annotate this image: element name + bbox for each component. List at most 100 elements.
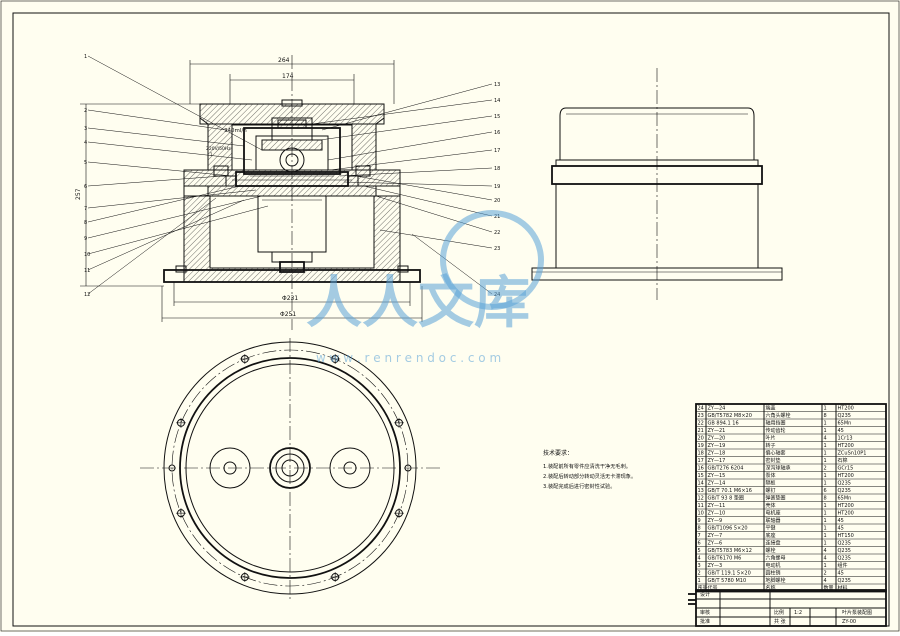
dim-inner-width: 174 <box>282 73 294 80</box>
table-cell: Q235 <box>838 548 851 554</box>
table-cell: 6 <box>824 488 827 494</box>
leader-line <box>87 199 245 271</box>
scale-label: 比例 <box>774 609 784 616</box>
balloon-number: 22 <box>494 230 500 236</box>
table-cell: 1 <box>824 481 827 487</box>
balloon-number: 9 <box>84 236 87 242</box>
table-cell: 组件 <box>838 562 848 569</box>
sheet-label: 共 张 <box>774 618 786 625</box>
table-cell: 4 <box>824 556 827 562</box>
table-cell: 底座 <box>766 532 776 539</box>
table-cell: 地脚螺栓 <box>766 577 786 584</box>
table-cell: 21 <box>698 428 704 434</box>
leader-line <box>87 195 263 239</box>
table-cell: 圆柱销 <box>766 570 781 577</box>
table-cell: 转子 <box>766 442 776 449</box>
balloon-number: 12 <box>84 292 90 298</box>
side-view <box>531 68 783 300</box>
table-cell: ZY—19 <box>708 443 726 449</box>
table-cell: Q235 <box>838 488 851 494</box>
balloon-number: 8 <box>84 220 87 226</box>
inner-border <box>12 12 890 627</box>
checker-label: 审核 <box>700 609 710 616</box>
table-cell: GB 894.1 16 <box>708 421 739 427</box>
table-header-cell: 数量 <box>824 585 834 592</box>
table-cell: 电动机 <box>766 562 781 569</box>
balloon-number: 6 <box>84 184 87 190</box>
balloon-number: 10 <box>84 252 90 258</box>
table-cell: 45 <box>838 518 844 524</box>
balloon-number: 7 <box>84 206 87 212</box>
table-cell: HT200 <box>838 406 854 412</box>
table-cell: ZY—18 <box>708 451 726 457</box>
table-header-cell: 材料 <box>838 585 848 592</box>
leader-line <box>87 127 245 147</box>
leader-line <box>375 195 493 233</box>
table-cell: 深沟球轴承 <box>766 465 791 472</box>
table-cell: HT200 <box>838 511 854 517</box>
table-cell: 1 <box>824 406 827 412</box>
leader-line <box>87 55 263 151</box>
balloon-number: 16 <box>494 130 500 136</box>
balloon-number: 11 <box>84 268 90 274</box>
table-cell: GB/T6170 M6 <box>708 556 742 562</box>
table-cell: 11 <box>698 503 704 509</box>
table-cell: ZY—20 <box>708 436 726 442</box>
table-cell: 1 <box>824 503 827 509</box>
table-cell: 平键 <box>766 525 776 532</box>
table-cell: GB/T5782 M8×20 <box>708 413 752 419</box>
table-cell: ZY—21 <box>708 428 726 434</box>
tech-item-1: 1.装配前所有零件应清洗干净无毛刺。 <box>543 462 631 470</box>
table-cell: 端盖 <box>766 405 776 412</box>
table-cell: 14 <box>698 481 704 487</box>
table-cell: 2 <box>824 571 827 577</box>
table-cell: 2 <box>698 571 701 577</box>
leader-line <box>379 229 493 249</box>
table-cell: 偏心轴套 <box>766 450 786 457</box>
drawing-title: 叶片泵装配图 <box>842 609 872 616</box>
table-cell: 3 <box>698 563 701 569</box>
tech-item-3: 3.装配完成后进行密封性试验。 <box>543 482 615 490</box>
leader-line <box>87 197 217 295</box>
leader-line <box>343 181 493 187</box>
leader-line <box>87 109 227 131</box>
table-cell: Q235 <box>838 578 851 584</box>
table-cell: ZCuSn10P1 <box>838 451 867 457</box>
table-cell: 石棉 <box>838 457 848 464</box>
table-cell: 1 <box>824 563 827 569</box>
table-cell: 4 <box>824 548 827 554</box>
table-cell: 22 <box>698 421 704 427</box>
table-cell: GCr15 <box>838 466 854 472</box>
table-cell: 9 <box>698 518 701 524</box>
table-cell: Q235 <box>838 541 851 547</box>
table-cell: ZY—6 <box>708 541 723 547</box>
leader-line <box>411 233 493 295</box>
table-cell: ZY—24 <box>708 406 726 412</box>
leader-line <box>327 131 493 161</box>
table-cell: ZY—7 <box>708 533 723 539</box>
table-cell: GB/T276 6204 <box>708 466 744 472</box>
locating-hole <box>404 464 412 472</box>
top-view <box>140 338 440 600</box>
table-cell: 45 <box>838 571 844 577</box>
balloon-number: 17 <box>494 148 500 154</box>
table-cell: 2 <box>824 466 827 472</box>
table-cell: HT200 <box>838 473 854 479</box>
table-cell: 19 <box>698 443 704 449</box>
balloon-number: 18 <box>494 166 500 172</box>
table-cell: 5 <box>698 548 701 554</box>
technical-requirements: 技术要求： 1.装配前所有零件应清洗干净无毛刺。 2.装配后转动部分转动灵活无卡… <box>543 449 636 490</box>
table-cell: 传动齿轮 <box>766 427 786 434</box>
leader-line <box>87 141 253 161</box>
table-cell: 隔板 <box>766 480 776 487</box>
table-cell: HT150 <box>838 533 854 539</box>
table-cell: 20 <box>698 436 704 442</box>
table-cell: 7 <box>698 533 701 539</box>
title-block: 设计 审核 批准 比例 1:2 共 张 叶片泵装配图 ZY-00 <box>688 589 887 627</box>
table-cell: 壳体 <box>766 502 776 509</box>
balloon-number: 24 <box>494 292 500 298</box>
